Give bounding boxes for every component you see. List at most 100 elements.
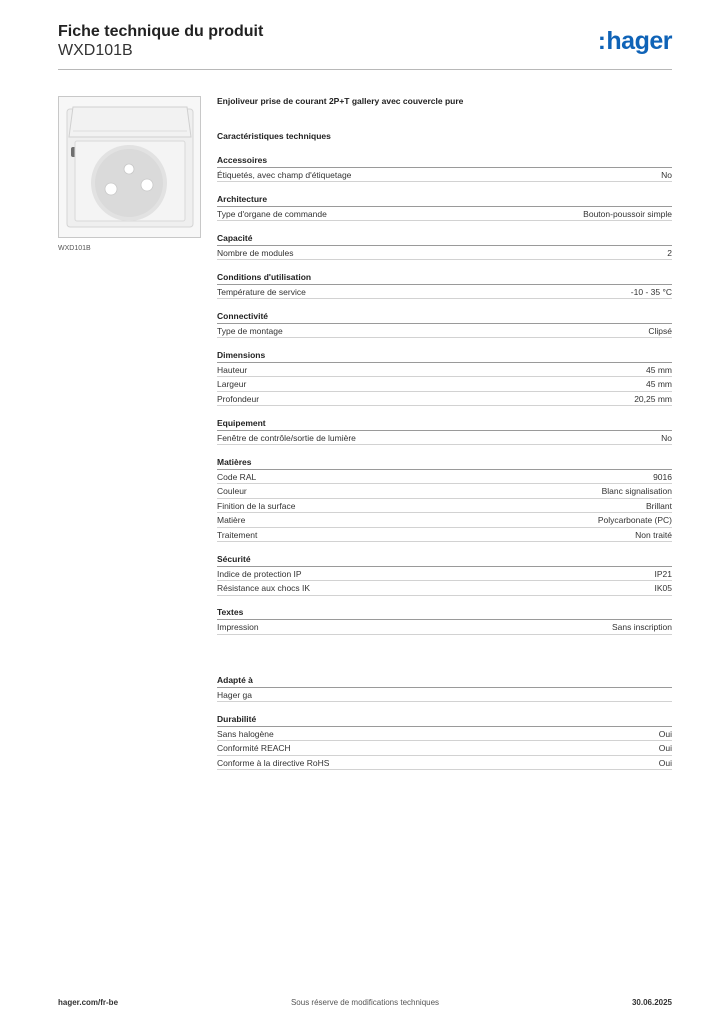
section-title: Conditions d'utilisation xyxy=(217,268,672,285)
spec-value: 45 mm xyxy=(646,364,672,375)
spec-key: Finition de la surface xyxy=(217,500,296,511)
spacer xyxy=(217,221,672,229)
spec-key: Matière xyxy=(217,515,246,525)
spec-key: Température de service xyxy=(217,286,306,297)
section-architecture: Architecture Type d'organe de commande Bo… xyxy=(217,190,672,221)
spec-value: 45 mm xyxy=(646,379,672,389)
section-title: Adapté à xyxy=(217,671,672,688)
section-title: Textes xyxy=(217,603,672,620)
spec-value: Brillant xyxy=(646,500,672,511)
spec-key: Indice de protection IP xyxy=(217,568,302,579)
footer-disclaimer: Sous réserve de modifications techniques xyxy=(290,998,440,1007)
spec-key: Sans halogène xyxy=(217,728,274,739)
product-reference: WXD101B xyxy=(58,42,133,59)
spacer xyxy=(217,338,672,346)
spec-key: Hauteur xyxy=(217,364,248,375)
spec-row: Hager ga xyxy=(217,688,672,702)
spec-key: Code RAL xyxy=(217,471,257,482)
spec-value: 9016 xyxy=(653,471,672,482)
spec-key: Largeur xyxy=(217,379,247,389)
logo-dots: : xyxy=(597,28,606,55)
spec-value: Bouton-poussoir simple xyxy=(583,208,672,219)
spec-main: Enjoliveur prise de courant 2P+T gallery… xyxy=(217,94,672,770)
section-title: Sécurité xyxy=(217,550,672,567)
tech-characteristics-title: Caractéristiques techniques xyxy=(217,131,331,141)
spec-value: IP21 xyxy=(654,568,673,579)
spec-row: Sans halogène Oui xyxy=(217,727,672,741)
spacer xyxy=(217,143,672,151)
spec-value: Non traité xyxy=(635,529,672,540)
spacer xyxy=(217,182,672,190)
section-title: Connectivité xyxy=(217,307,672,324)
section-textes: Textes Impression Sans inscription xyxy=(217,603,672,635)
spec-row: Indice de protection IP IP21 xyxy=(217,567,673,581)
spec-key: Traitement xyxy=(217,529,258,540)
spec-value: IK05 xyxy=(654,583,673,593)
section-capacite: Capacité Nombre de modules 2 xyxy=(217,229,672,260)
spec-row: Code RAL 9016 xyxy=(217,470,672,484)
image-caption: WXD101B xyxy=(58,245,91,252)
spec-row: Largeur 45 mm xyxy=(217,377,672,392)
section-adapte-a: Adapté à Hager ga xyxy=(217,671,672,702)
logo-text: hager xyxy=(606,27,672,55)
spec-value: Polycarbonate (PC) xyxy=(597,515,672,525)
section-equipement: Equipement Fenêtre de contrôle/sortie de… xyxy=(217,414,672,445)
spec-row: Hauteur 45 mm xyxy=(217,363,672,377)
header-divider xyxy=(58,69,672,70)
spec-key: Résistance aux chocs IK xyxy=(217,583,311,593)
spec-key: Fenêtre de contrôle/sortie de lumière xyxy=(217,432,356,443)
spec-row: Finition de la surface Brillant xyxy=(217,499,672,513)
section-conditions: Conditions d'utilisation Température de … xyxy=(217,268,672,299)
spec-key: Type d'organe de commande xyxy=(217,208,327,219)
section-title: Equipement xyxy=(217,414,672,431)
spec-value: Oui xyxy=(658,743,672,753)
spec-key: Couleur xyxy=(217,486,247,496)
spec-value: Sans inscription xyxy=(611,622,672,632)
spec-key: Étiquetés, avec champ d'étiquetage xyxy=(217,169,352,180)
spec-row: Traitement Non traité xyxy=(217,528,672,542)
spec-value: No xyxy=(661,169,672,180)
spec-value: No xyxy=(661,432,672,443)
spacer xyxy=(217,635,672,671)
spacer xyxy=(217,702,672,710)
page-header: Fiche technique du produit WXD101B :hage… xyxy=(58,22,672,70)
spec-row: Nombre de modules 2 xyxy=(217,246,672,260)
section-accessoires: Accessoires Étiquetés, avec champ d'étiq… xyxy=(217,151,672,182)
spec-key: Nombre de modules xyxy=(217,247,294,258)
spec-value: Oui xyxy=(658,728,672,739)
section-title: Accessoires xyxy=(217,151,672,168)
spacer xyxy=(217,445,672,453)
hager-logo: :hager xyxy=(597,27,673,55)
spacer xyxy=(217,542,672,550)
spec-key: Hager ga xyxy=(217,689,252,700)
spec-row: Impression Sans inscription xyxy=(217,620,672,635)
spec-key: Profondeur xyxy=(217,393,260,404)
section-title: Durabilité xyxy=(217,710,672,727)
spec-value: Oui xyxy=(658,757,672,768)
document-title: Fiche technique du produit xyxy=(58,23,264,40)
spec-row: Température de service-10 - 35 °C xyxy=(217,285,672,299)
spec-row: Résistance aux chocs IK IK05 xyxy=(217,581,672,596)
footer-website-link[interactable]: hager.com/fr-be xyxy=(58,998,119,1007)
section-securite: Sécurité Indice de protection IP IP21 Rés… xyxy=(217,550,672,596)
spec-row: Matière Polycarbonate (PC) xyxy=(217,513,672,528)
section-title: Matières xyxy=(217,453,672,470)
footer-date: 30.06.2025 xyxy=(631,998,672,1007)
section-title: Dimensions xyxy=(217,346,672,363)
spec-value: Clipsé xyxy=(648,325,672,336)
spacer xyxy=(217,596,672,604)
section-dimensions: Dimensions Hauteur 45 mm Largeur 45 mm Pro… xyxy=(217,346,672,406)
spacer xyxy=(217,260,672,268)
spec-row: Type d'organe de commande Bouton-poussoir… xyxy=(217,207,672,221)
spec-key: Impression xyxy=(217,622,259,632)
spec-row: Fenêtre de contrôle/sortie de lumière No xyxy=(217,431,672,445)
section-title: Capacité xyxy=(217,229,672,246)
spec-value: 2 xyxy=(667,247,672,258)
section-title: Architecture xyxy=(217,190,672,207)
